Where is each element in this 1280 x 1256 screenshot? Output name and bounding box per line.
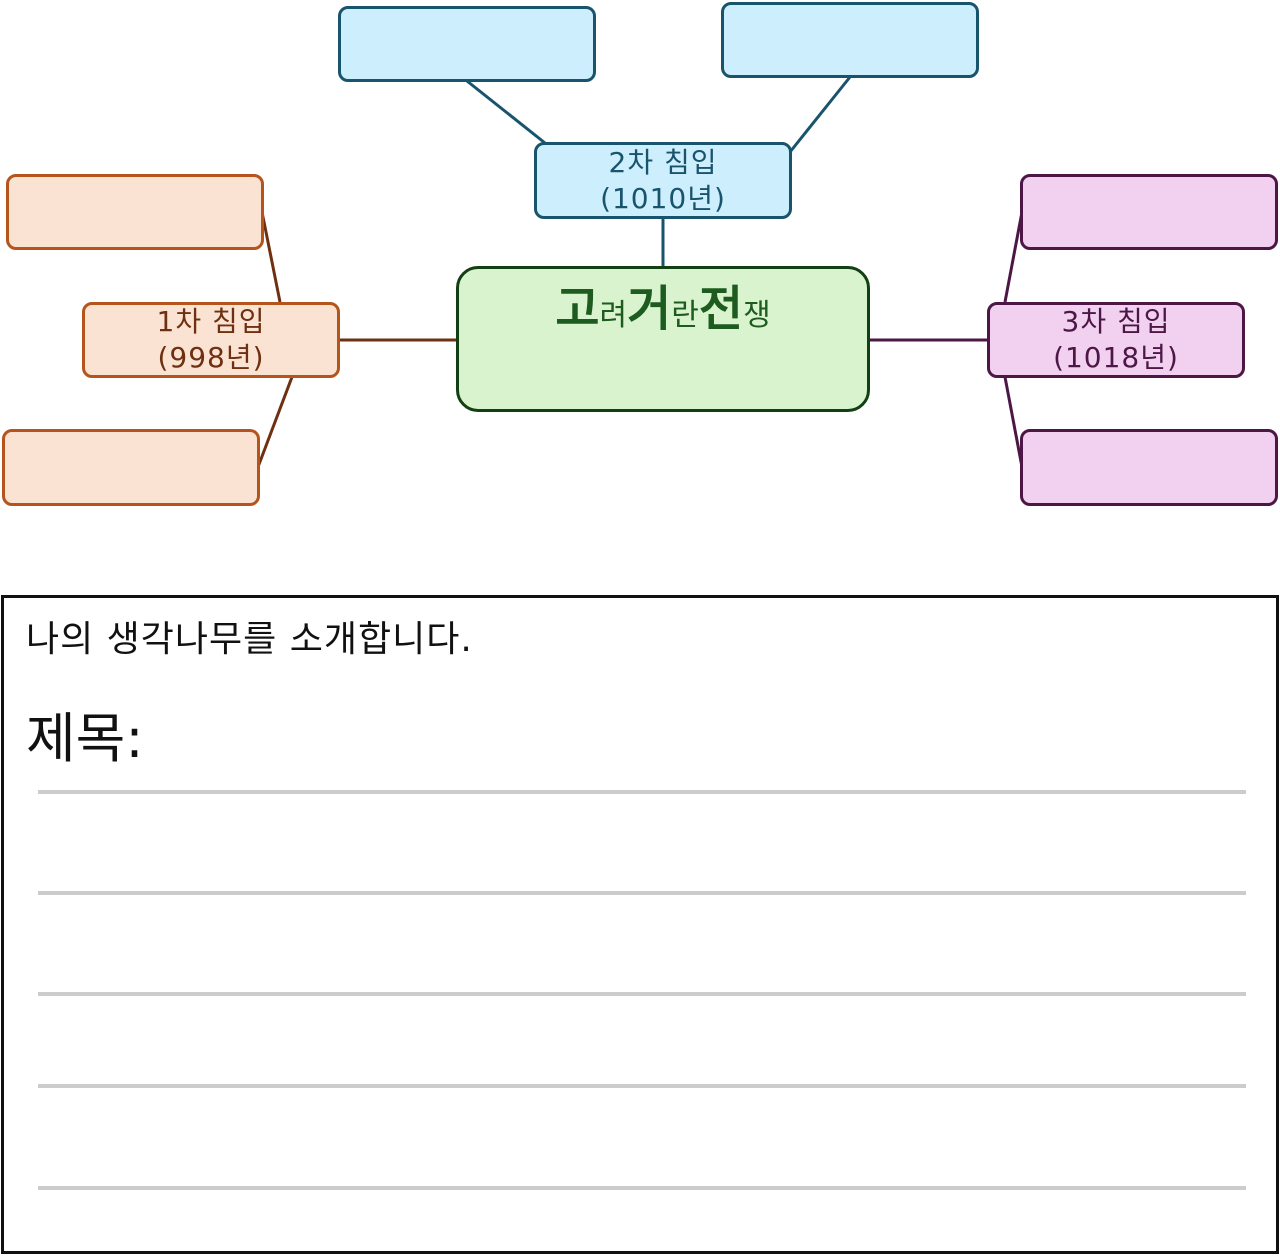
connector-first-upper: [260, 211, 282, 303]
central-topic: 고 려 거 란 전 쟁: [456, 266, 870, 412]
central-char-5: 전: [698, 281, 744, 337]
branch-second-line2: (1010년): [600, 181, 726, 215]
empty-box-third-lower[interactable]: [1020, 429, 1278, 506]
branch-third-line2: (1018년): [1053, 341, 1179, 374]
central-char-3: 거: [627, 281, 672, 337]
empty-box-second-top-right[interactable]: [721, 2, 979, 78]
branch-node-third-invasion: 3차 침입 (1018년): [987, 302, 1245, 378]
connector-second-top-left: [466, 79, 546, 145]
branch-first-line1: 1차 침입: [156, 305, 266, 338]
empty-box-first-lower[interactable]: [2, 429, 260, 506]
connector-second-top-right: [788, 76, 852, 153]
writing-line[interactable]: [38, 1084, 1246, 1088]
branch-second-line1: 2차 침입: [608, 145, 718, 179]
writing-panel: 나의 생각나무를 소개합니다. 제목:: [1, 595, 1279, 1254]
branch-node-first-invasion: 1차 침입 (998년): [82, 302, 340, 378]
panel-intro-text: 나의 생각나무를 소개합니다.: [26, 619, 473, 660]
empty-box-second-top-left[interactable]: [338, 6, 596, 82]
central-char-6: 쟁: [743, 298, 771, 333]
writing-line[interactable]: [38, 790, 1246, 794]
branch-third-line1: 3차 침입: [1061, 305, 1171, 338]
writing-line[interactable]: [38, 891, 1246, 895]
writing-line[interactable]: [38, 1186, 1246, 1190]
central-char-4: 란: [671, 298, 699, 333]
panel-title-label: 제목:: [26, 707, 144, 770]
branch-node-second-invasion: 2차 침입 (1010년): [534, 142, 792, 219]
central-char-2: 려: [599, 298, 628, 333]
writing-line[interactable]: [38, 992, 1246, 996]
central-char-1: 고: [555, 281, 600, 337]
connector-third-upper: [1003, 211, 1024, 303]
empty-box-first-upper[interactable]: [6, 174, 264, 250]
connector-third-lower: [1003, 376, 1024, 468]
empty-box-third-upper[interactable]: [1020, 174, 1278, 250]
connector-first-lower: [256, 376, 294, 468]
branch-first-line2: (998년): [157, 341, 265, 374]
connector-lines: [256, 76, 1024, 468]
